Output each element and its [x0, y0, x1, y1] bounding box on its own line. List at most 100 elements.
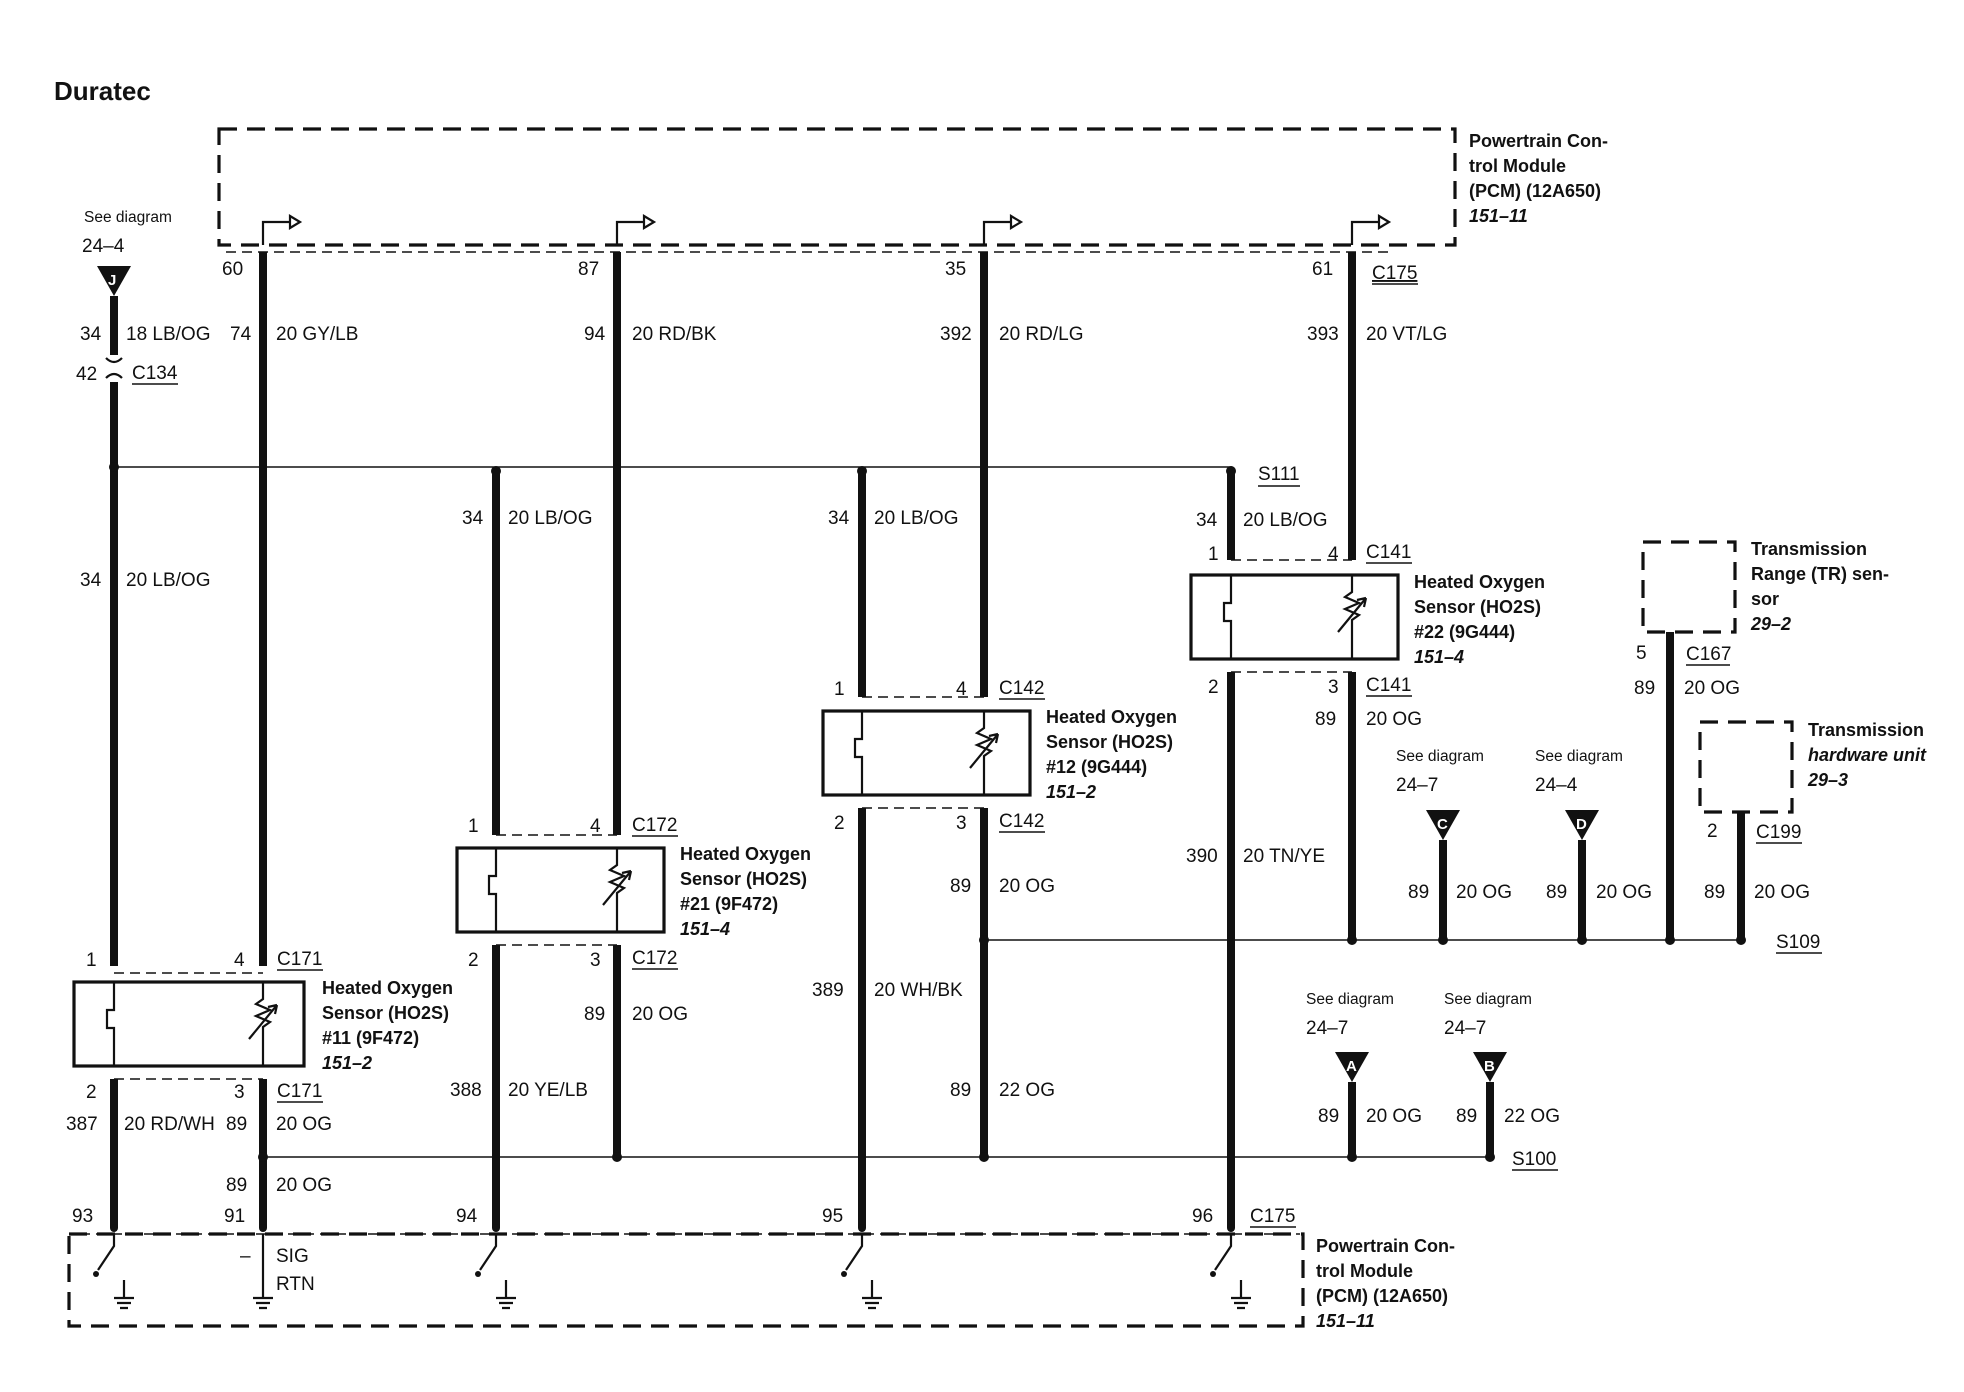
s11-pin-2: 2 [86, 1082, 97, 1103]
wire-392-num: 392 [940, 324, 972, 345]
pcm-bottom-connector: C175 [1250, 1206, 1295, 1227]
splice-s111: S111 [1258, 464, 1300, 485]
s22-label-1: Heated Oxygen [1414, 572, 1545, 592]
pcm-input-91 [253, 1234, 273, 1310]
pcm-pin-60: 60 [222, 259, 243, 280]
trans-hw-label-1: Transmission [1808, 720, 1924, 740]
tr-sensor-pin: 5 [1636, 643, 1647, 664]
s22-pin-1: 1 [1208, 544, 1219, 565]
pcm-sig-minus: – [240, 1246, 251, 1267]
see-diagram-j: See diagram [84, 209, 172, 226]
wire-89-s11-color: 20 OG [276, 1114, 332, 1135]
see-diagram-c: See diagram [1396, 748, 1484, 765]
sensor-ho2s-22: 1 4 2 3 Heated Oxygen Sensor (HO2S) #22 … [1189, 544, 1545, 698]
s12-pin-4: 4 [956, 679, 967, 700]
wire-34-s21-num: 34 [462, 508, 484, 529]
wire-74-color: 20 GY/LB [276, 324, 358, 345]
tr-sensor-label-1: Transmission [1751, 539, 1867, 559]
tr-sensor-label-2: Range (TR) sen- [1751, 564, 1889, 584]
ref-a: See diagram 24–7 A 89 20 OG [1306, 991, 1422, 1157]
pcm-pin-93: 93 [72, 1206, 93, 1227]
pcm-pin-96: 96 [1192, 1206, 1213, 1227]
splice-s109: S109 [1776, 932, 1820, 953]
wire-89-d-color: 20 OG [1596, 882, 1652, 903]
s12-pin-3: 3 [956, 813, 967, 834]
wire-390-num: 390 [1186, 846, 1218, 867]
ref-j: See diagram 24–4 J [82, 209, 172, 296]
transmission-hardware-unit: Transmission hardware unit 29–3 2 C199 8… [1698, 720, 1927, 940]
pcm-input-96 [1210, 1234, 1251, 1310]
pcm-bottom-label-3: (PCM) (12A650) [1316, 1286, 1448, 1306]
wire-89-b-color: 22 OG [1504, 1106, 1560, 1127]
wire-89-hw-color: 20 OG [1754, 882, 1810, 903]
wire-389-num: 389 [812, 980, 844, 1001]
pcm-bottom-ref: 151–11 [1316, 1311, 1375, 1331]
c172-top: C172 [632, 815, 677, 836]
pcm-pin-91: 91 [224, 1206, 245, 1227]
wire-94-num: 94 [584, 324, 606, 345]
s22-label-2: Sensor (HO2S) [1414, 597, 1541, 617]
wire-89-tr-num: 89 [1634, 678, 1655, 699]
s11-pin-4: 4 [234, 950, 245, 971]
wire-390-color: 20 TN/YE [1243, 846, 1325, 867]
wire-389-color: 20 WH/BK [874, 980, 963, 1001]
wire-34-s22-num: 34 [1196, 510, 1218, 531]
wire-89-22og-s12-num: 89 [950, 1080, 971, 1101]
pcm-bottom-module: Powertrain Con- trol Module (PCM) (12A65… [67, 1232, 1455, 1331]
wire-89-pcm-num: 89 [226, 1175, 247, 1196]
wire-393-num: 393 [1307, 324, 1339, 345]
wire-393-color: 20 VT/LG [1366, 324, 1447, 345]
see-diagram-a: See diagram [1306, 991, 1394, 1008]
wire-34-lower-color: 20 LB/OG [126, 570, 211, 591]
c199-label: C199 [1756, 822, 1801, 843]
s21-label-3: #21 (9F472) [680, 894, 778, 914]
wire-89-s12-color: 20 OG [999, 876, 1055, 897]
pcm-pin-95: 95 [822, 1206, 843, 1227]
s12-pin-2: 2 [834, 813, 845, 834]
ref-d: See diagram 24–4 D 89 20 OG [1535, 748, 1652, 940]
ref-j-page: 24–4 [82, 236, 125, 257]
s22-pin-2: 2 [1208, 677, 1219, 698]
wire-387-color: 20 RD/WH [124, 1114, 215, 1135]
see-diagram-b: See diagram [1444, 991, 1532, 1008]
c141-top: C141 [1366, 542, 1411, 563]
s12-ref: 151–2 [1046, 782, 1096, 802]
wire-89-s11-num: 89 [226, 1114, 247, 1135]
sensor-ho2s-12: 1 4 2 3 Heated Oxygen Sensor (HO2S) #12 … [821, 679, 1177, 834]
s21-pin-2: 2 [468, 950, 479, 971]
c167-label: C167 [1686, 644, 1731, 665]
ref-d-page: 24–4 [1535, 775, 1578, 796]
c171-bottom: C171 [277, 1081, 322, 1102]
ref-a-page: 24–7 [1306, 1018, 1348, 1039]
wire-89-d-num: 89 [1546, 882, 1567, 903]
wire-34-s12-color: 20 LB/OG [874, 508, 959, 529]
pcm-top-label-2: trol Module [1469, 156, 1566, 176]
pcm-pin-61: 61 [1312, 259, 1333, 280]
s12-label-1: Heated Oxygen [1046, 707, 1177, 727]
wire-89-s22-color: 20 OG [1366, 709, 1422, 730]
wire-34-s21-color: 20 LB/OG [508, 508, 593, 529]
s21-label-2: Sensor (HO2S) [680, 869, 807, 889]
c141-bottom: C141 [1366, 675, 1411, 696]
trans-hw-pin: 2 [1707, 821, 1718, 842]
wire-387-num: 387 [66, 1114, 98, 1135]
pcm-rtn-label: RTN [276, 1274, 315, 1295]
s11-label-1: Heated Oxygen [322, 978, 453, 998]
wire-89-a-color: 20 OG [1366, 1106, 1422, 1127]
s22-ref: 151–4 [1414, 647, 1464, 667]
wire-89-s22-num: 89 [1315, 709, 1336, 730]
ref-c-page: 24–7 [1396, 775, 1438, 796]
ref-c: See diagram 24–7 C 89 20 OG [1396, 748, 1512, 940]
ref-b: See diagram 24–7 B 89 22 OG [1444, 991, 1560, 1157]
ref-b-page: 24–7 [1444, 1018, 1486, 1039]
tr-sensor: Transmission Range (TR) sen- sor 29–2 5 … [1634, 539, 1889, 940]
pcm-pin-87: 87 [578, 259, 599, 280]
ref-d-letter: D [1576, 816, 1587, 833]
sensor-ho2s-11: 1 4 2 3 Heated Oxygen Sensor (HO2S) #11 … [72, 950, 453, 1103]
ref-b-letter: B [1484, 1058, 1495, 1075]
wire-388-color: 20 YE/LB [508, 1080, 588, 1101]
wire-89-c-color: 20 OG [1456, 882, 1512, 903]
wire-74-num: 74 [230, 324, 252, 345]
s21-pin-4: 4 [590, 816, 601, 837]
